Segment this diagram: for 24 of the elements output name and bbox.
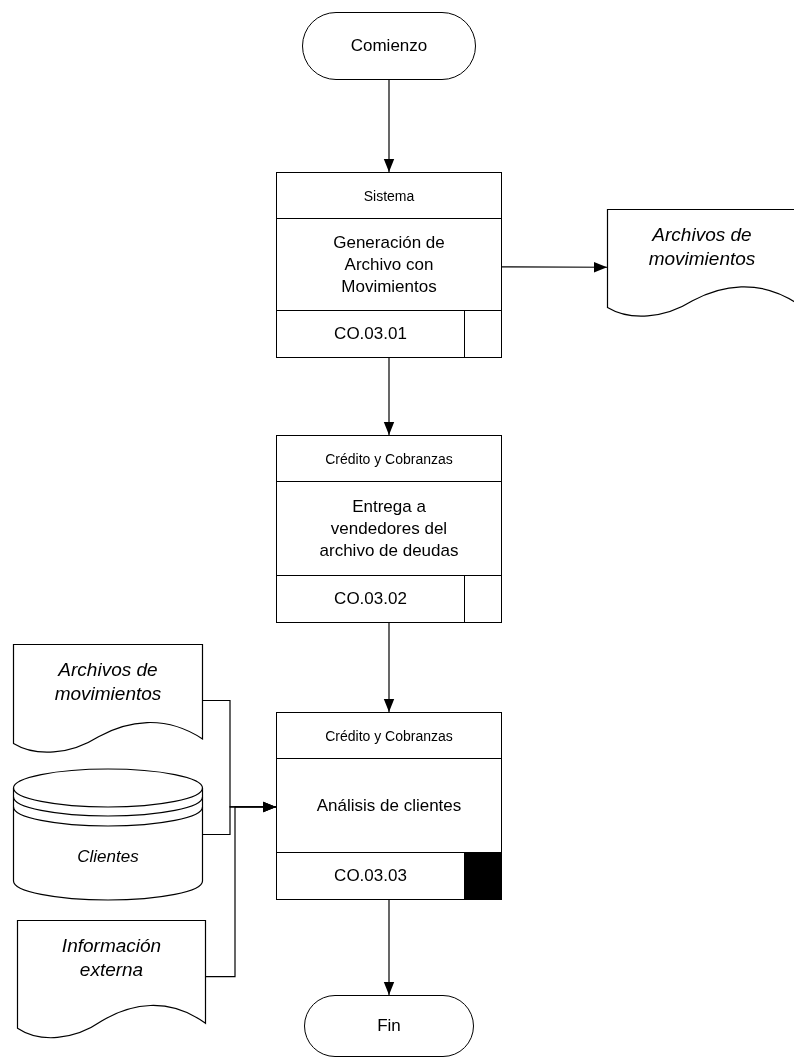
- process-code: CO.03.03: [334, 866, 407, 886]
- connector-arrow: [383, 899, 395, 996]
- document-label: Archivos de movimientos: [647, 223, 757, 271]
- department-label: Crédito y Cobranzas: [325, 450, 453, 467]
- process-label: Análisis de clientes: [316, 794, 462, 817]
- process-box: [276, 435, 502, 623]
- connector-arrow: [501, 262, 608, 273]
- terminator-label: Fin: [377, 1016, 401, 1036]
- connector-arrow: [383, 79, 395, 173]
- process-box: [276, 712, 502, 900]
- process-label: Entrega a vendedores del archivo de deudas: [318, 495, 460, 562]
- connector-arrow: [383, 357, 395, 436]
- connector-arrow: [383, 622, 395, 713]
- department-label: Crédito y Cobranzas: [325, 727, 453, 744]
- department-label: Sistema: [363, 187, 415, 204]
- process-code: CO.03.01: [334, 324, 407, 344]
- process-code: CO.03.02: [334, 589, 407, 609]
- connector-arrow: [205, 801, 277, 978]
- process-box: [276, 172, 502, 358]
- process-label: Generación de Archivo con Movimientos: [332, 231, 446, 298]
- database-label: Clientes: [76, 846, 140, 868]
- terminator-label: Comienzo: [350, 36, 428, 56]
- document-label: Archivos de movimientos: [53, 658, 163, 706]
- document-label: Información externa: [60, 934, 163, 982]
